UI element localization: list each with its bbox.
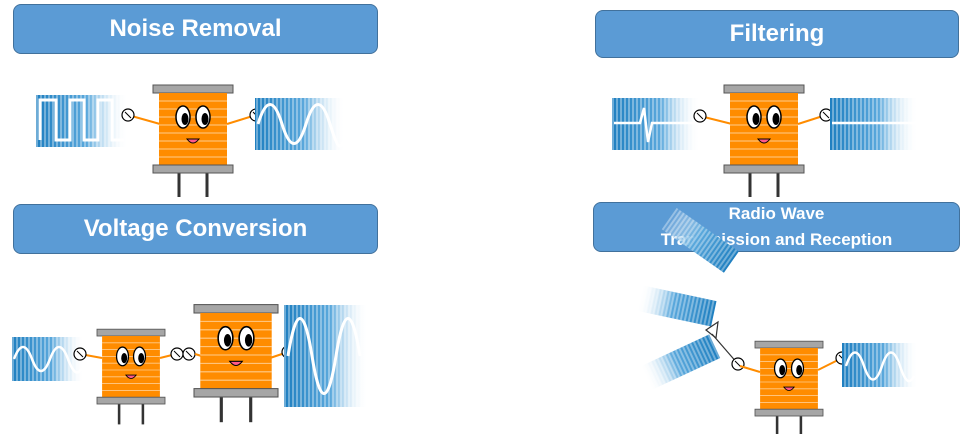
filtering-banner: Filtering <box>595 10 959 58</box>
filtering-scene <box>612 83 918 199</box>
received-wave <box>842 343 918 387</box>
left-hand-icon <box>73 347 87 361</box>
radio-wave-banner: Radio Wave Transmission and Reception <box>593 202 960 252</box>
antenna-icon <box>704 320 719 340</box>
voltage-conversion-scene <box>12 303 368 426</box>
coil-character-icon <box>722 83 806 199</box>
coil-character-icon <box>753 339 825 434</box>
noise-removal-title: Noise Removal <box>109 15 282 42</box>
large-output-wave <box>284 305 368 407</box>
small-coil-character-icon <box>95 327 167 426</box>
noise-removal-scene <box>36 83 346 199</box>
left-hand-icon <box>121 108 135 122</box>
radio-wave-scene <box>636 207 918 434</box>
noisy-input-wave <box>36 95 128 147</box>
spike-input-wave <box>612 98 700 150</box>
handshake-hand-icon-2 <box>182 347 196 361</box>
voltage-conversion-title: Voltage Conversion <box>83 215 308 242</box>
voltage-conversion-banner: Voltage Conversion <box>13 204 378 254</box>
left-hand-icon <box>693 109 707 123</box>
small-input-wave <box>12 337 84 381</box>
clean-output-wave <box>255 98 346 150</box>
radio-wave-title-line1: Radio Wave <box>728 204 825 223</box>
coil-character-icon <box>151 83 235 199</box>
left-hand-icon <box>731 357 745 371</box>
noise-removal-banner: Noise Removal <box>13 4 378 54</box>
handshake-hand-icon <box>170 347 184 361</box>
filtering-title: Filtering <box>729 20 825 47</box>
flat-output-wave <box>830 98 918 150</box>
radiated-waves <box>636 207 739 391</box>
large-coil-character-icon <box>192 303 280 424</box>
